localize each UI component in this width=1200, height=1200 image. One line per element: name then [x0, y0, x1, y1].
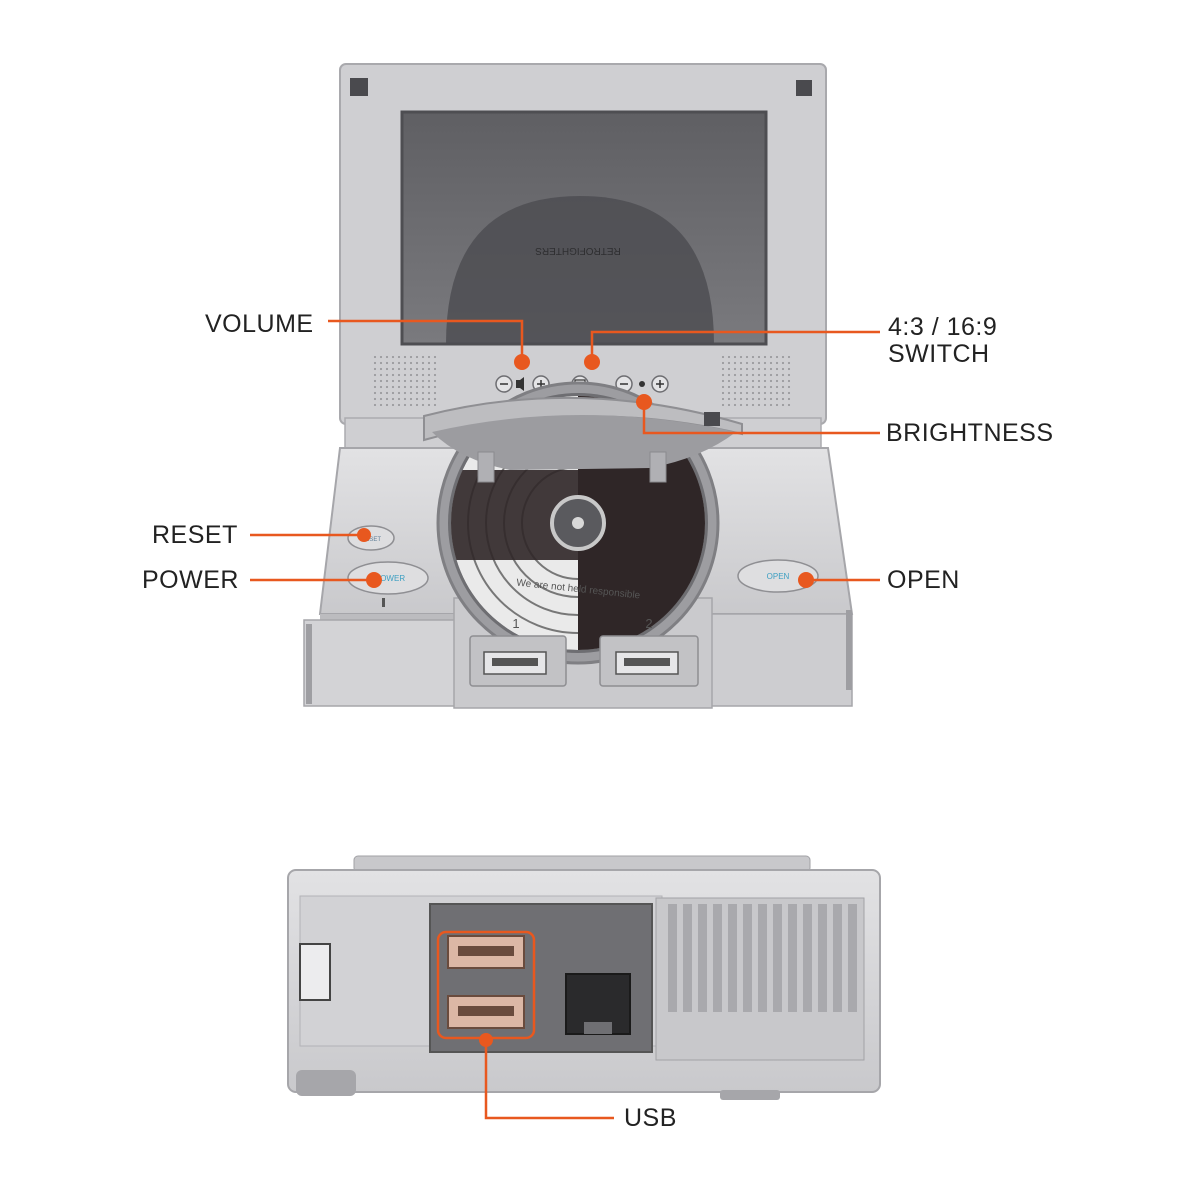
- open-button[interactable]: OPEN: [737, 559, 819, 593]
- power-button-label: POWER: [375, 574, 405, 583]
- volume-leader-line: [328, 319, 524, 360]
- reset-button[interactable]: RESET: [347, 525, 395, 551]
- volume-label: VOLUME: [205, 310, 314, 338]
- brightness-dot-icon: [636, 394, 652, 410]
- speaker-right: [722, 356, 792, 406]
- controller-port-2: 2: [599, 616, 699, 687]
- reset-label: RESET: [152, 521, 238, 549]
- power-led-icon: [382, 598, 385, 607]
- usb-leader-line: [484, 1040, 614, 1120]
- lid-hinge-left-icon: [350, 78, 368, 96]
- port-2-label: 2: [645, 616, 652, 631]
- aspect-leader-line: [590, 330, 880, 360]
- power-dot-icon: [366, 572, 382, 588]
- speaker-left: [372, 356, 440, 406]
- rear-foot-right: [720, 1090, 780, 1100]
- open-label: OPEN: [887, 566, 960, 594]
- screen-brand: RETROFIGHTERS: [535, 245, 621, 256]
- ethernet-port-icon: [565, 973, 631, 1035]
- usb-dot-icon: [479, 1033, 493, 1047]
- lid-hinge-right-icon: [796, 80, 812, 96]
- power-button[interactable]: POWER: [347, 561, 429, 607]
- console-rear-view: [287, 855, 881, 1100]
- disc-lid: [423, 396, 743, 483]
- open-button-label: OPEN: [767, 572, 790, 581]
- aspect-switch-label: 4:3 / 16:9 SWITCH: [888, 313, 998, 368]
- console-top-view: RETROFIGHTERS: [303, 63, 854, 709]
- screen-lid: RETROFIGHTERS: [339, 63, 827, 425]
- brightness-label: BRIGHTNESS: [886, 419, 1054, 447]
- sun-icon: [639, 381, 645, 387]
- usb-label: USB: [624, 1104, 677, 1132]
- callout-dots: [357, 354, 814, 1047]
- screen-reflection: [446, 196, 714, 344]
- ethernet-port: [565, 973, 631, 1035]
- reset-button-label: RESET: [361, 537, 381, 543]
- rear-usb-ports: [447, 935, 525, 1029]
- power-label: POWER: [142, 566, 239, 594]
- rear-vents: [655, 897, 865, 1061]
- brightness-leader-line: [642, 404, 880, 435]
- callout-lines: [250, 319, 880, 1120]
- controller-port-1: 1: [469, 616, 567, 687]
- rear-foot-left: [296, 1070, 356, 1096]
- aspect-dot-icon: [584, 354, 600, 370]
- volume-dot-icon: [514, 354, 530, 370]
- reset-dot-icon: [357, 528, 371, 542]
- open-dot-icon: [798, 572, 814, 588]
- port-1-label: 1: [512, 616, 519, 631]
- power-jack-icon: [299, 943, 331, 1001]
- speaker-icon: [516, 377, 524, 391]
